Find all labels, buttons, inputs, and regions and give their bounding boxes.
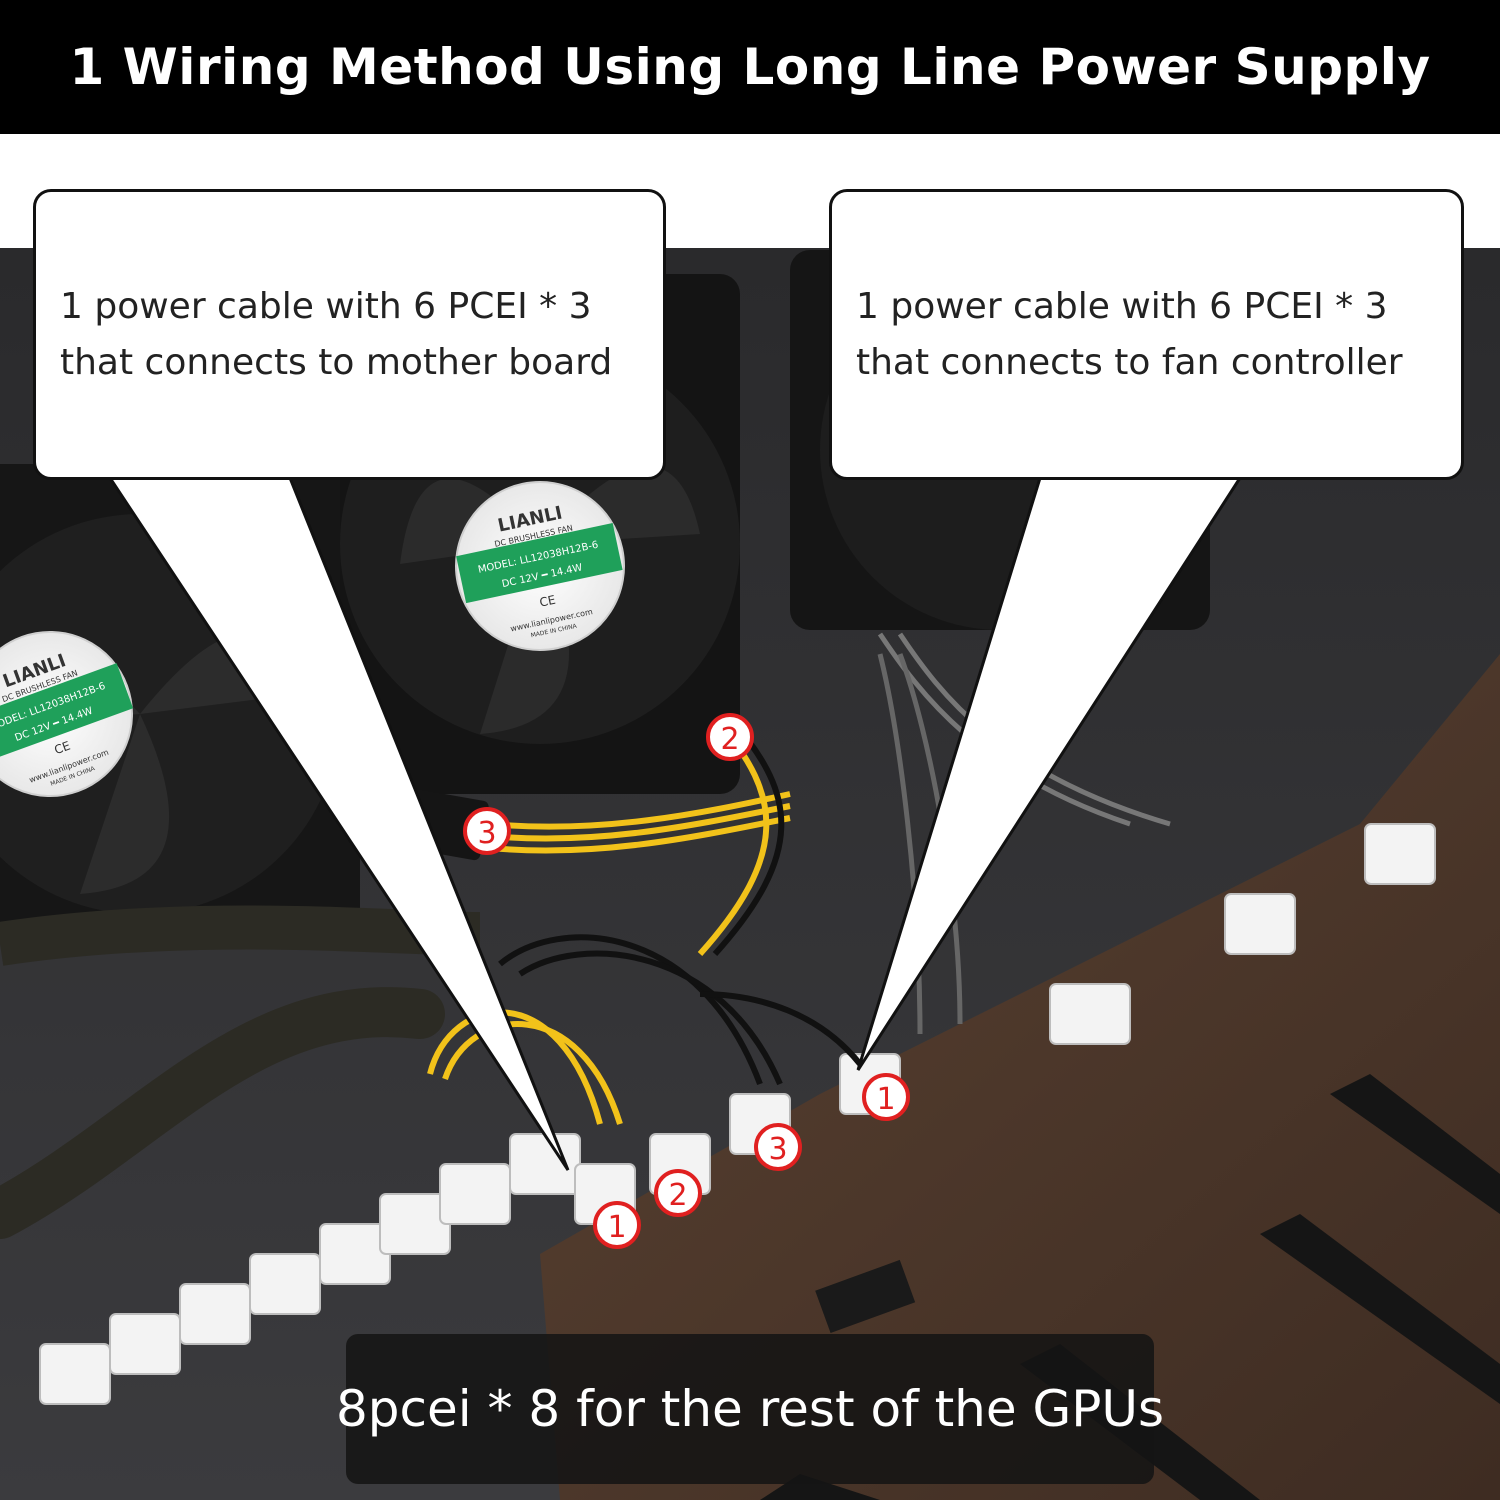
marker-2-mid: 2 xyxy=(654,1169,702,1217)
page-title: 1 Wiring Method Using Long Line Power Su… xyxy=(69,38,1431,96)
marker-3-mid: 3 xyxy=(754,1123,802,1171)
marker-label: 3 xyxy=(768,1132,787,1167)
callout-fan-controller: 1 power cable with 6 PCEI * 3 that conne… xyxy=(829,189,1464,480)
gpu-connector-label: 8pcei * 8 for the rest of the GPUs xyxy=(336,1334,1164,1484)
title-bar: 1 Wiring Method Using Long Line Power Su… xyxy=(0,0,1500,134)
fan-ce-left: CE xyxy=(52,739,72,758)
callout-fan-controller-line2: that connects to fan controller xyxy=(856,341,1403,383)
marker-label: 3 xyxy=(477,816,496,851)
marker-label: 1 xyxy=(876,1082,895,1117)
marker-1-left: 1 xyxy=(593,1201,641,1249)
motherboard xyxy=(540,654,1500,1500)
callout-fan-controller-line1: 1 power cable with 6 PCEI * 3 xyxy=(856,285,1388,327)
fan-hub-label-center: LIANLI DC BRUSHLESS FAN MODEL: LL12038H1… xyxy=(455,481,625,651)
braided-cable xyxy=(0,987,445,1239)
marker-label: 1 xyxy=(607,1210,626,1245)
marker-1-right: 1 xyxy=(862,1073,910,1121)
fan-hub-label-left: LIANLI DC BRUSHLESS FAN MODEL: LL12038H1… xyxy=(0,631,134,797)
marker-label: 2 xyxy=(668,1178,687,1213)
marker-label: 2 xyxy=(720,722,739,757)
fan-ce-center: CE xyxy=(538,593,557,610)
marker-2-top: 2 xyxy=(706,713,754,761)
callout-motherboard: 1 power cable with 6 PCEI * 3 that conne… xyxy=(33,189,666,480)
callout-motherboard-line2: that connects to mother board xyxy=(60,341,613,383)
m2-slot xyxy=(815,1259,916,1334)
marker-3-top: 3 xyxy=(463,807,511,855)
callout-motherboard-line1: 1 power cable with 6 PCEI * 3 xyxy=(60,285,592,327)
